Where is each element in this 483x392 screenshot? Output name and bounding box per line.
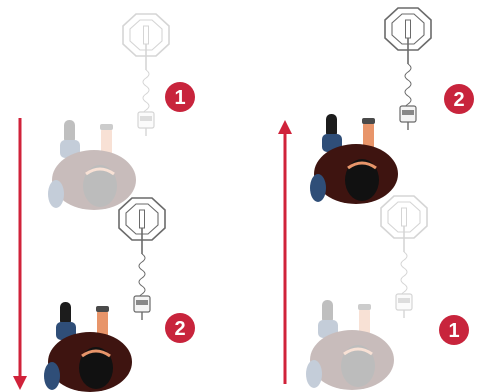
right-panel: 2 1: [278, 8, 474, 390]
person-topview-icon: [48, 120, 136, 210]
right-step-1: [306, 196, 427, 390]
person-topview-icon: [44, 302, 132, 392]
left-step-1-label: 1: [174, 87, 185, 109]
right-step-2: [310, 8, 431, 204]
left-step-1-badge: 1: [165, 82, 195, 112]
right-step-2-badge: 2: [444, 84, 474, 114]
left-step-2-label: 2: [174, 318, 185, 340]
metal-detector-icon: [381, 196, 427, 318]
metal-detector-icon: [123, 14, 169, 136]
left-step-2-badge: 2: [165, 313, 195, 343]
person-topview-icon: [306, 300, 394, 390]
arrow-up-icon-head: [278, 120, 292, 134]
left-step-1: [48, 14, 169, 210]
right-step-1-badge: 1: [439, 315, 469, 345]
right-step-1-label: 1: [448, 320, 459, 342]
right-step-2-label: 2: [453, 89, 464, 111]
metal-detector-icon: [119, 198, 165, 320]
left-step-2: [44, 198, 165, 392]
metal-detector-icon: [385, 8, 431, 130]
person-topview-icon: [310, 114, 398, 204]
left-panel: 1 2: [13, 14, 195, 392]
arrow-down-icon-head: [13, 376, 27, 390]
